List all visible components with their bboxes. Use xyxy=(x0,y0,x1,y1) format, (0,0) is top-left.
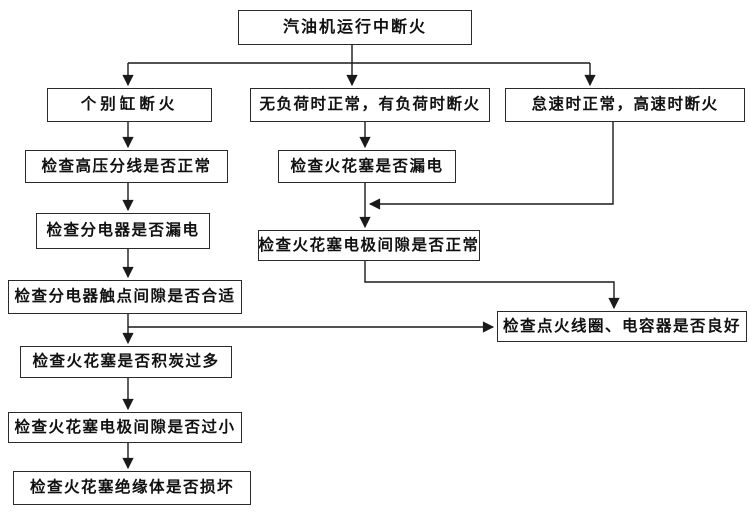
node-check-carbon: 检查火花塞是否积炭过多 xyxy=(20,346,232,378)
node-check-plug-leak: 检查火花塞是否漏电 xyxy=(278,150,456,183)
node-check-gap-small: 检查火花塞电极间隙是否过小 xyxy=(8,412,242,443)
node-check-contact-gap: 检查分电器触点间隙是否合适 xyxy=(8,280,242,314)
node-branch-speed: 怠速时正常，高速时断火 xyxy=(505,88,745,122)
node-check-distributor-leak: 检查分电器是否漏电 xyxy=(36,213,210,249)
node-branch-individual: 个别缸断火 xyxy=(47,88,212,122)
node-root: 汽油机运行中断火 xyxy=(238,10,472,45)
edge-gapnormal-to-coil xyxy=(364,261,620,310)
node-branch-load: 无负荷时正常，有负荷时断火 xyxy=(250,88,490,122)
node-check-hv-wires: 检查高压分线是否正常 xyxy=(25,150,228,183)
node-check-coil-capacitor: 检查点火线圈、电容器是否良好 xyxy=(497,311,747,342)
node-check-plug-gap-normal: 检查火花塞电极间隙是否正常 xyxy=(258,230,480,261)
node-check-insulator: 检查火花塞绝缘体是否损坏 xyxy=(13,471,251,505)
edge-root-rail xyxy=(128,45,590,64)
